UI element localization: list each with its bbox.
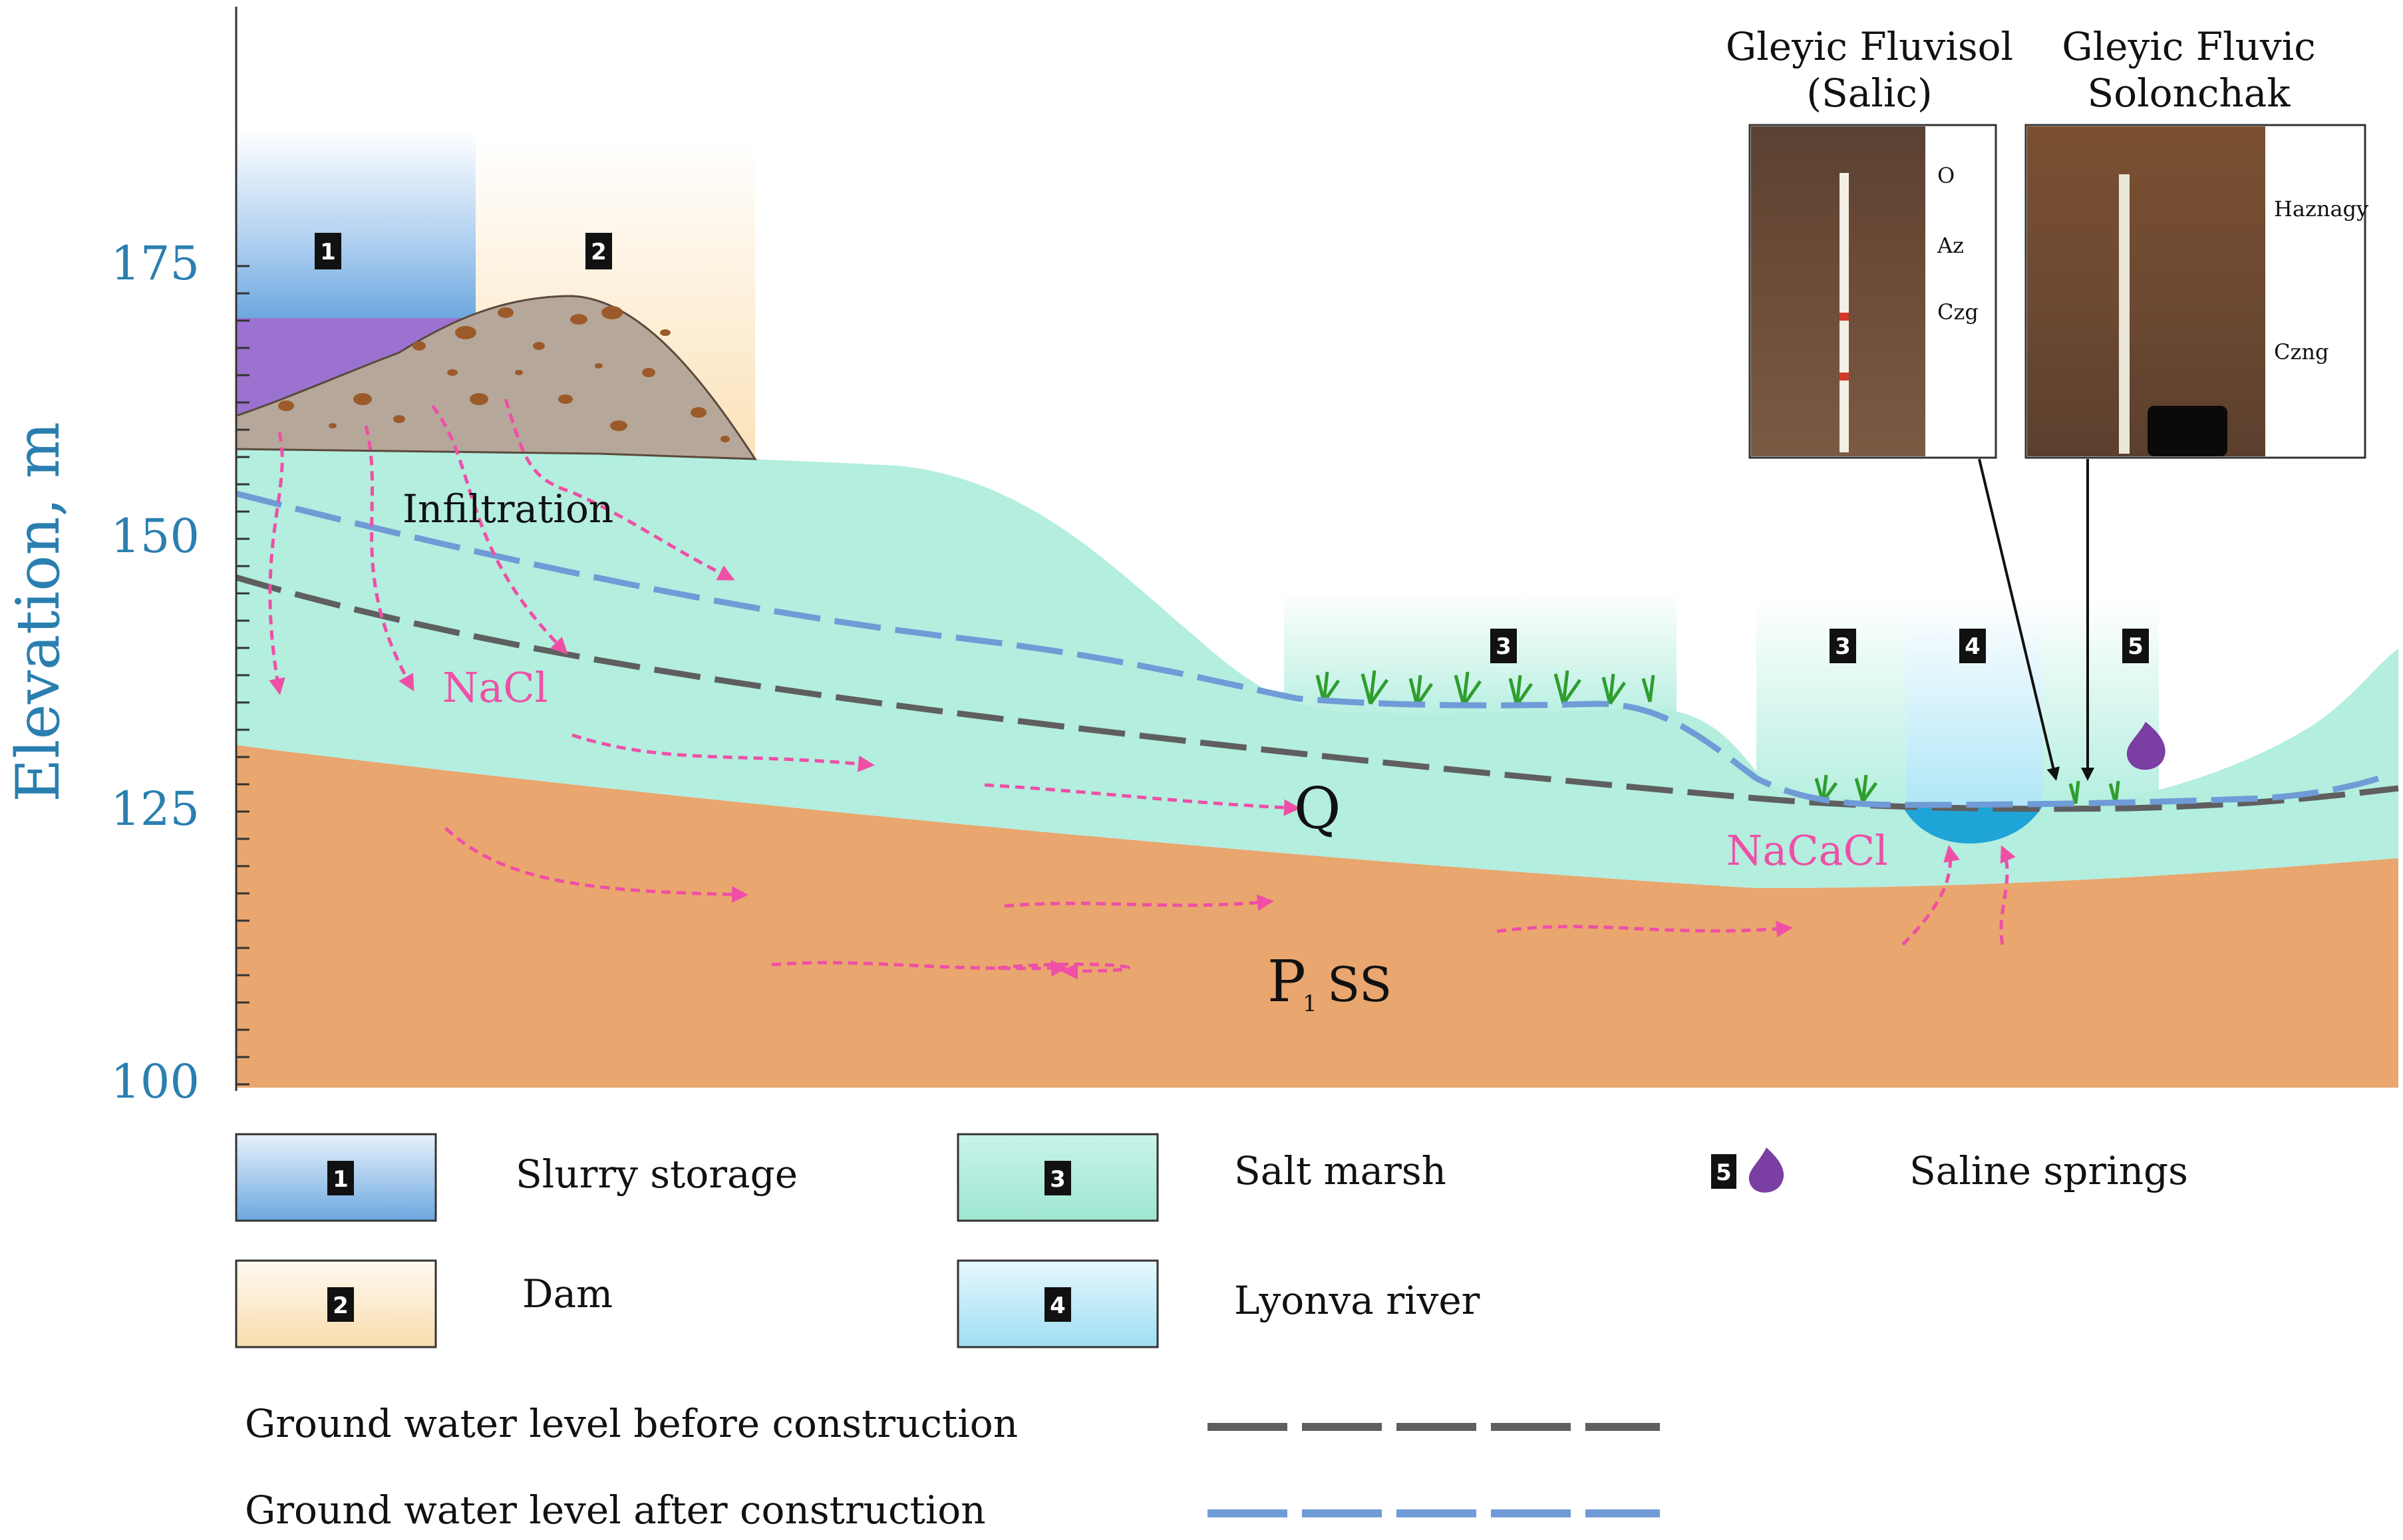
dam-body <box>235 295 757 460</box>
svg-text:5: 5 <box>2128 633 2144 660</box>
soil-photo-1 <box>1751 126 1925 456</box>
svg-text:SS: SS <box>1327 957 1392 1012</box>
zone-badge-4: 4 <box>1959 629 1986 663</box>
q-layer-label: Q <box>1294 776 1341 842</box>
zone-badge-3a: 3 <box>1490 629 1517 663</box>
svg-text:Lyonva river: Lyonva river <box>1234 1278 1480 1323</box>
zone-badge-5: 5 <box>2122 629 2149 663</box>
svg-text:3: 3 <box>1835 633 1851 660</box>
svg-text:4: 4 <box>1050 1293 1066 1319</box>
grass-tufts <box>1315 670 2120 804</box>
y-tick-125: 125 <box>110 782 200 836</box>
svg-text:1: 1 <box>1303 991 1317 1017</box>
svg-text:Saline springs: Saline springs <box>1909 1148 2188 1193</box>
legend-spring-icon <box>1748 1148 1784 1193</box>
svg-text:Az: Az <box>1937 233 1964 258</box>
legend-item-marsh: 3 Salt marsh <box>957 1133 1446 1222</box>
legend-item-dam: 2 Dam <box>235 1259 613 1348</box>
y-tick-150: 150 <box>110 509 200 563</box>
svg-text:O: O <box>1937 163 1955 188</box>
salt-flow-arrows <box>268 398 2016 980</box>
soil-profile-2: Gleyic Fluvic Solonchak Haznagy Czng <box>2024 24 2368 781</box>
svg-text:Gleyic Fluvisol: Gleyic Fluvisol <box>1726 24 2013 69</box>
svg-text:Czng: Czng <box>2274 339 2328 365</box>
zone-badge-3b: 3 <box>1830 629 1856 663</box>
p1ss-layer-label: P 1 SS <box>1267 949 1392 1017</box>
y-tick-175: 175 <box>110 236 200 291</box>
zone-1-slurry-panel <box>236 130 476 319</box>
groundwater-after-line <box>235 490 2390 808</box>
dam-gravel <box>278 306 730 442</box>
zone-badge-2: 2 <box>585 233 612 269</box>
bedrock-layer <box>236 745 2398 1088</box>
svg-text:Slurry storage: Slurry storage <box>516 1152 798 1197</box>
svg-text:(Salic): (Salic) <box>1806 71 1932 116</box>
svg-text:Salt marsh: Salt marsh <box>1234 1148 1446 1193</box>
soil-profile-1: Gleyic Fluvisol (Salic) O Az Czg <box>1726 24 2060 781</box>
legend-item-slurry: 1 Slurry storage <box>235 1133 798 1222</box>
svg-text:Haznagy: Haznagy <box>2274 196 2368 222</box>
svg-text:3: 3 <box>1496 633 1512 660</box>
svg-text:Dam: Dam <box>522 1271 613 1316</box>
saline-spring-icon <box>2126 722 2165 770</box>
svg-text:3: 3 <box>1050 1166 1066 1193</box>
groundwater-before-line <box>235 574 2399 812</box>
nacacl-label: NaCaCl <box>1726 826 1888 875</box>
nacl-label: NaCl <box>442 663 548 712</box>
svg-text:Czg: Czg <box>1937 299 1979 325</box>
legend: 1 Slurry storage 2 Dam 3 Salt marsh 4 Ly… <box>235 1133 2188 1533</box>
zone-badge-1: 1 <box>315 233 341 269</box>
y-tick-100: 100 <box>110 1054 200 1109</box>
svg-text:Gleyic Fluvic: Gleyic Fluvic <box>2062 24 2315 69</box>
svg-text:1: 1 <box>333 1166 349 1193</box>
legend-item-river: 4 Lyonva river <box>957 1259 1480 1348</box>
legend-item-gw-before: Ground water level before construction <box>245 1401 1660 1446</box>
svg-text:Ground water level after const: Ground water level after construction <box>245 1487 986 1533</box>
svg-text:Solonchak: Solonchak <box>2087 71 2291 116</box>
svg-text:Ground water level before cons: Ground water level before construction <box>245 1401 1018 1446</box>
svg-text:4: 4 <box>1965 633 1981 660</box>
y-axis-ticks <box>236 265 249 1086</box>
soil-photo-2 <box>2027 126 2265 456</box>
quaternary-layer <box>236 449 2398 888</box>
infiltration-label: Infiltration <box>402 486 613 532</box>
svg-text:P: P <box>1267 949 1306 1015</box>
legend-item-springs: 5 Saline springs <box>1711 1148 2188 1193</box>
svg-text:5: 5 <box>1716 1159 1732 1186</box>
svg-text:2: 2 <box>333 1293 349 1319</box>
svg-text:2: 2 <box>591 239 607 265</box>
svg-text:1: 1 <box>320 239 336 265</box>
y-axis-label: Elevation, m <box>3 422 73 802</box>
legend-item-gw-after: Ground water level after construction <box>245 1487 1660 1533</box>
river-channel <box>1903 806 2042 844</box>
